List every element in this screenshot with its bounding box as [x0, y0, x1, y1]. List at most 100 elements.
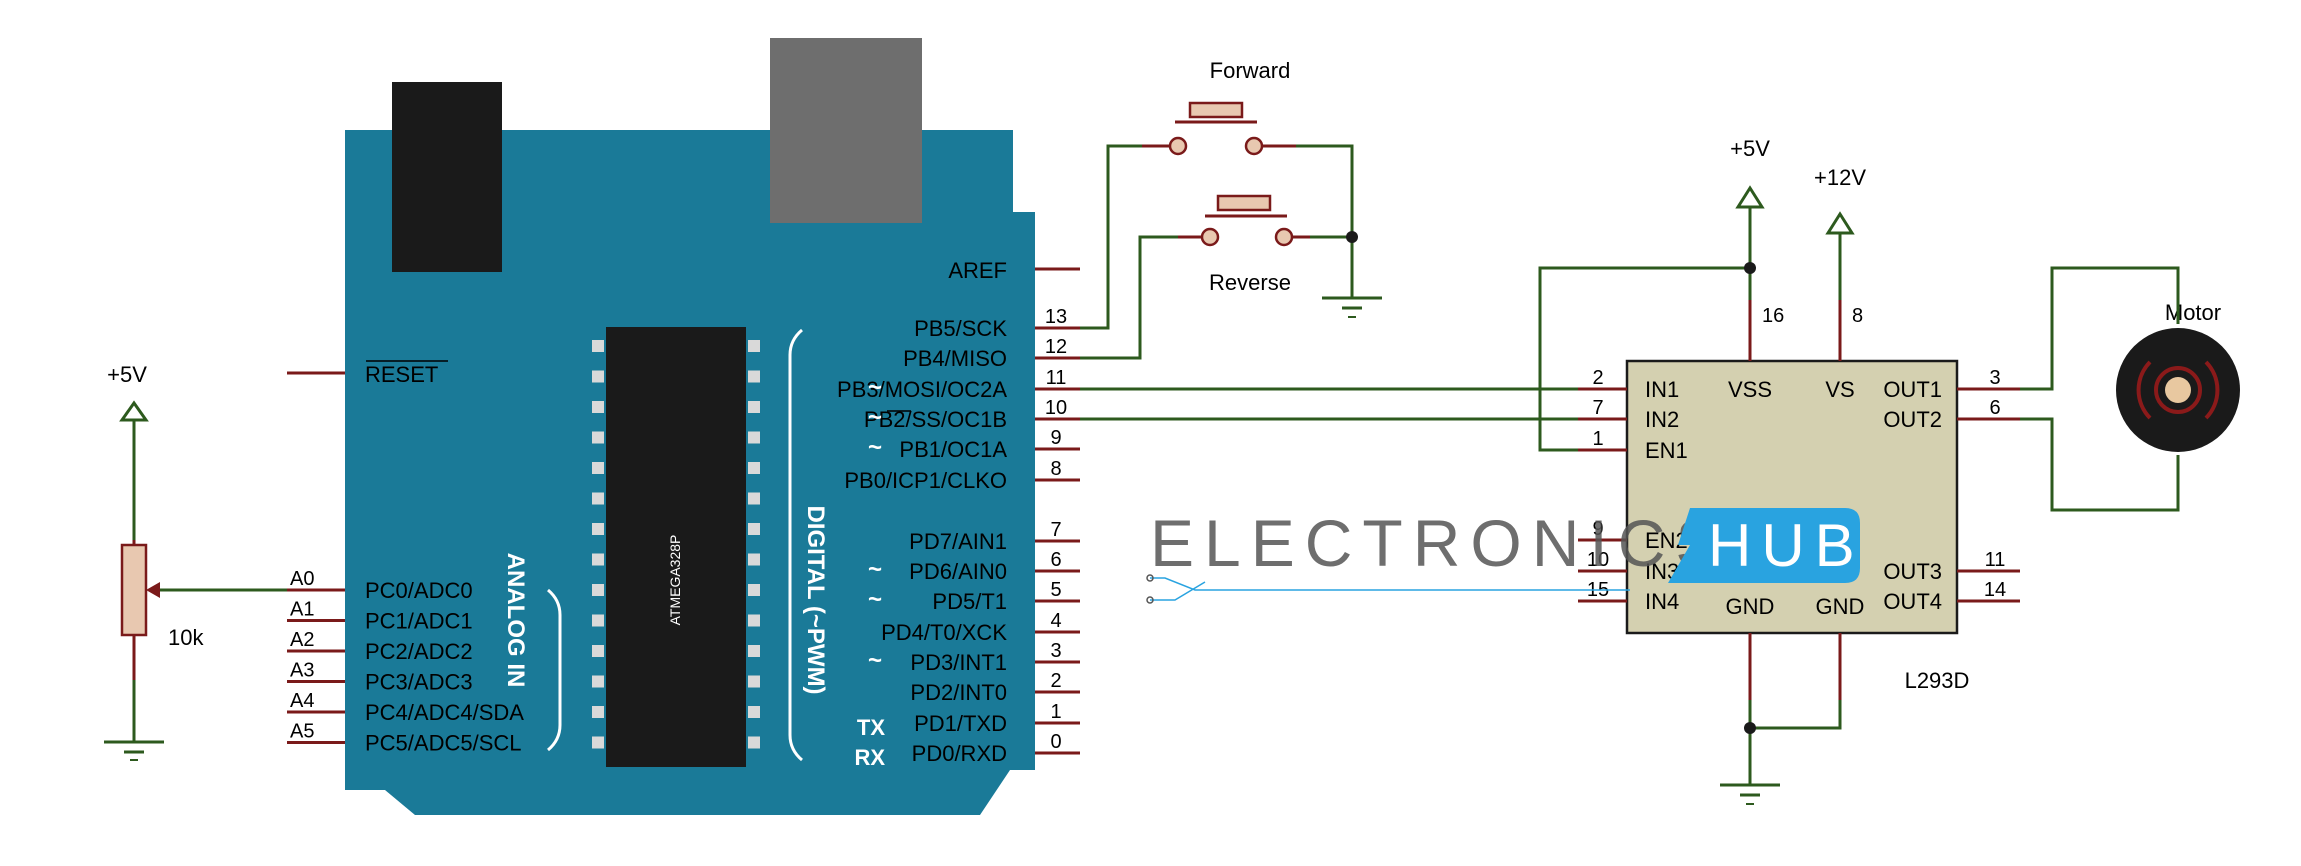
- l293d-right-pin-number: 14: [1984, 579, 2006, 601]
- chip-label: ATMEGA328P: [667, 535, 683, 626]
- forward-label: Forward: [1210, 58, 1291, 83]
- chip-pin-right: [748, 645, 760, 657]
- forward-contact-left: [1168, 136, 1188, 156]
- motor-wiring: [2020, 266, 2180, 512]
- digital-pin-name: PB3/MOSI/OC2A: [837, 377, 1007, 402]
- chip-body: [606, 327, 746, 767]
- forward-cap: [1188, 101, 1244, 119]
- analog-pin-number: A3: [290, 660, 314, 682]
- watermark-hub: HUB: [1708, 512, 1865, 579]
- forward-contact-right: [1244, 136, 1264, 156]
- analog-pin-number: A4: [290, 690, 314, 712]
- wire-pin13-forward: [1080, 144, 1142, 330]
- chip-pin-right: [748, 370, 760, 383]
- motor-hub: [2165, 377, 2191, 403]
- digital-pin-name: PD2/INT0: [910, 680, 1007, 705]
- wire-out1-motor: [2020, 266, 2180, 391]
- digital-pin-number: 7: [1050, 519, 1061, 541]
- digital-pin-name: PB0/ICP1/CLKO: [844, 468, 1007, 493]
- l293d-gnd-left: GND: [1726, 594, 1775, 619]
- digital-pin-number: 12: [1045, 336, 1067, 358]
- vs-supply-label: +12V: [1814, 165, 1866, 190]
- motor-arc-left: [2136, 360, 2152, 420]
- digital-pin-number: 10: [1045, 397, 1067, 419]
- chip-pin-right: [748, 431, 760, 444]
- chip-pin-right: [748, 614, 760, 627]
- signal-wiring: [1080, 387, 1578, 421]
- analog-pin-name: PC5/ADC5/SCL: [365, 731, 522, 756]
- watermark-probe-line1: [1150, 577, 1630, 591]
- digital-pin-name: PD7/AIN1: [909, 529, 1007, 554]
- chip-pin-right: [748, 462, 760, 474]
- analog-in-label: ANALOG IN: [502, 553, 529, 688]
- tx-label: TX: [857, 715, 885, 740]
- pwm-tilde: ~: [868, 404, 882, 431]
- chip-pin-left: [592, 645, 604, 657]
- switch-junction: [1346, 231, 1358, 243]
- power-jack: [392, 82, 502, 272]
- l293d-vss-label: VSS: [1728, 377, 1772, 402]
- watermark-probe-line2: [1150, 581, 1206, 601]
- wire-out2-motor: [2020, 417, 2180, 512]
- digital-pin-number: 13: [1045, 306, 1067, 328]
- reverse-contact-right: [1274, 227, 1294, 247]
- motor: Motor: [2020, 266, 2240, 512]
- digital-pin-number: 8: [1050, 458, 1061, 480]
- l293d-left-pin-number: 1: [1592, 428, 1603, 450]
- pot-wiper-arrow: [146, 582, 160, 598]
- analog-pin-name: PC4/ADC4/SDA: [365, 700, 524, 725]
- pwm-tilde: ~: [868, 434, 882, 461]
- digital-pin-name: PB4/MISO: [903, 346, 1007, 371]
- analog-pin-number: A1: [290, 599, 314, 621]
- vss-junction: [1744, 262, 1756, 274]
- chip-pin-right: [748, 523, 760, 535]
- usb-connector: [770, 38, 922, 223]
- chip-pin-right: [748, 553, 760, 566]
- digital-pin-name: PB5/SCK: [914, 316, 1007, 341]
- l293d-power-wiring: [1538, 185, 1855, 805]
- rx-label: RX: [854, 745, 885, 770]
- digital-pin-number: 4: [1050, 610, 1061, 632]
- l293d-right-pin-number: 6: [1989, 397, 2000, 419]
- chip-pin-left: [592, 614, 604, 627]
- l293d-left-pin-number: 2: [1592, 367, 1603, 389]
- watermark-probe-dot2: [1146, 596, 1154, 604]
- analog-pin-name: PC2/ADC2: [365, 639, 473, 664]
- l293d-vs-num: 8: [1852, 305, 1863, 327]
- pot-value-label: 10k: [168, 625, 204, 650]
- pwm-tilde: ~: [868, 374, 882, 401]
- l293d-left-pin-name: IN4: [1645, 589, 1679, 614]
- watermark-probe-dot1: [1146, 574, 1154, 582]
- chip-pin-left: [592, 736, 604, 749]
- digital-pin-number: 0: [1050, 731, 1061, 753]
- chip-pin-left: [592, 553, 604, 566]
- chip-pin-left: [592, 401, 604, 413]
- analog-pin-name: PC3/ADC3: [365, 670, 473, 695]
- motor-ring: [2154, 366, 2202, 414]
- analog-pin-number: A0: [290, 568, 314, 590]
- motor-label: Motor: [2165, 300, 2221, 325]
- analog-pin-name: PC0/ADC0: [365, 578, 473, 603]
- vss-supply-label: +5V: [1730, 136, 1770, 161]
- digital-pin-number: 5: [1050, 579, 1061, 601]
- l293d-body: [1625, 359, 1959, 635]
- vs-arrow: [1825, 211, 1855, 235]
- vss-to-en1-wire: [1538, 266, 1750, 452]
- reverse-contact-left: [1200, 227, 1220, 247]
- pot-supply-label: +5V: [107, 362, 147, 387]
- l293d-left-pin-number: 10: [1587, 549, 1609, 571]
- pot-supply-arrow: [119, 400, 149, 422]
- digital-pin-name: PD1/TXD: [914, 711, 1007, 736]
- pwm-tilde: ~: [868, 647, 882, 674]
- digital-pins: 13PB5/SCK12PB4/MISO11PB3/MOSI/OC2A~10PB2…: [837, 306, 1080, 766]
- digital-pin-name: PD0/RXD: [912, 741, 1007, 766]
- l293d-left-pin-name: IN2: [1645, 407, 1679, 432]
- pwm-tilde: ~: [868, 586, 882, 613]
- chip-pin-right: [748, 401, 760, 413]
- chip-pin-left: [592, 523, 604, 535]
- l293d-left-pin-number: 7: [1592, 397, 1603, 419]
- digital-pin-number: 2: [1050, 670, 1061, 692]
